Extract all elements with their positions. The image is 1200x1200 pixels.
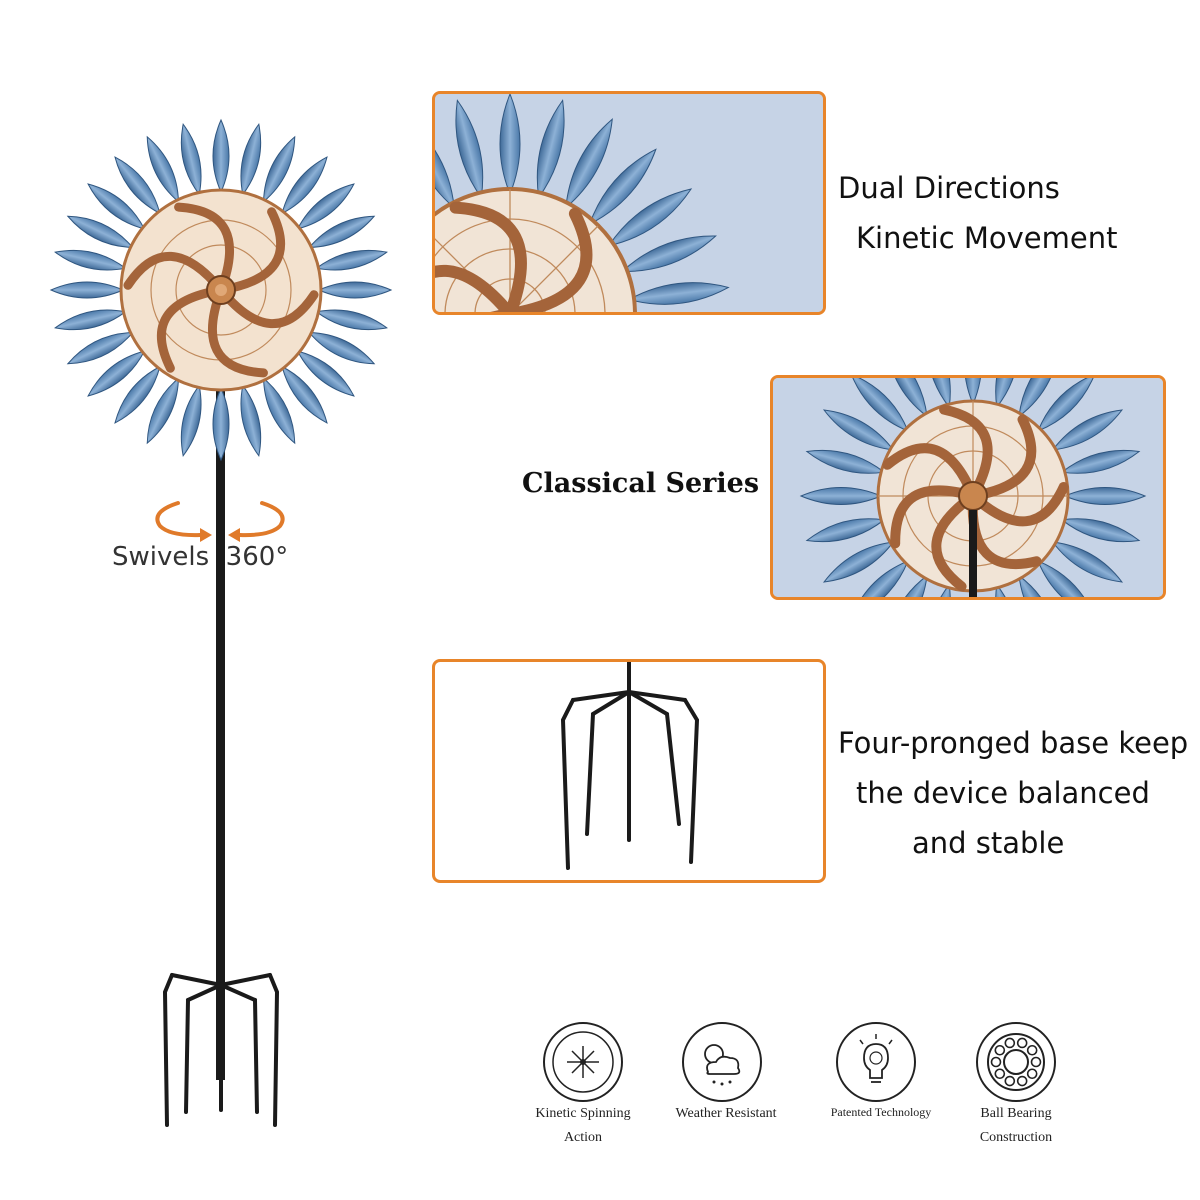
badge-line: Weather Resistant — [675, 1106, 777, 1121]
weather-resistant-icon — [682, 1022, 762, 1102]
swivel-arrow-icon — [155, 501, 285, 542]
closeup-panel-classical — [770, 375, 1166, 600]
patented-technology-icon — [836, 1022, 916, 1102]
feature-classical-series: Classical Series — [522, 468, 760, 499]
badge-line: Action — [563, 1130, 603, 1145]
badge-label-ball-bearing: Ball Bearing Construction — [952, 1102, 1080, 1150]
closeup-panel-base — [432, 659, 826, 883]
wind-spinner-illustration — [49, 118, 393, 1127]
badge-line: Ball Bearing — [980, 1106, 1052, 1121]
badge-line: Construction — [979, 1130, 1053, 1145]
badge-line: Kinetic Spinning — [535, 1106, 631, 1121]
feature-line: the device balanced — [856, 776, 1150, 810]
badge-label-weather: Weather Resistant — [657, 1102, 795, 1126]
badge-label-kinetic: Kinetic Spinning Action — [518, 1102, 648, 1150]
feature-line: Four-pronged base keep — [838, 726, 1189, 760]
outer-petals — [49, 118, 393, 462]
closeup-panel-dual-direction — [432, 91, 826, 315]
kinetic-spinning-icon — [543, 1022, 623, 1102]
base-closeup-illustration — [560, 662, 700, 870]
swivel-label: Swivels 360° — [112, 542, 289, 572]
feature-four-pronged-base: Four-pronged base keep the device balanc… — [838, 718, 1188, 868]
ball-bearing-icon — [976, 1022, 1056, 1102]
spinner-base — [162, 973, 280, 1127]
spinner-pole — [216, 300, 225, 1080]
badge-label-patented: Patented Technology — [808, 1100, 954, 1124]
feature-dual-directions: Dual Directions Kinetic Movement — [838, 163, 1118, 263]
copper-wheel — [119, 188, 323, 392]
feature-line: Kinetic Movement — [856, 221, 1118, 255]
feature-line: Dual Directions — [838, 171, 1060, 205]
badge-line: Patented Technology — [830, 1105, 932, 1119]
feature-line: and stable — [912, 826, 1065, 860]
